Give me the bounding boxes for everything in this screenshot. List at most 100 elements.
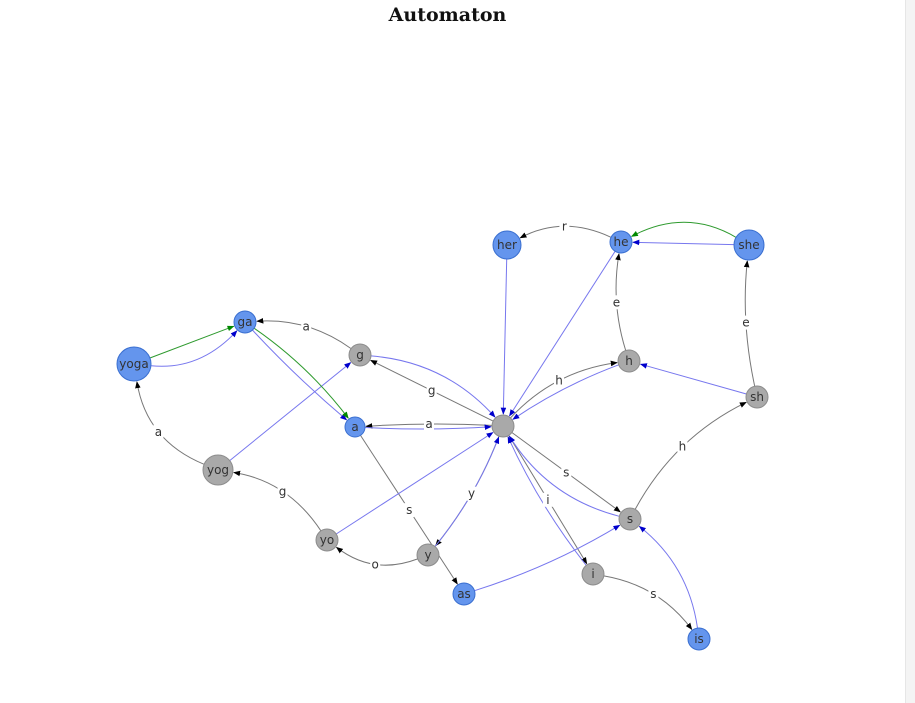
state-label: i [591, 567, 594, 581]
fail-edge-g-to-root [370, 355, 496, 418]
edge-label-root-to-a: a [425, 417, 432, 431]
fail-edge-yog-to-g [229, 362, 352, 461]
edge-label-root-to-y: y [468, 487, 475, 501]
state-label: g [356, 348, 364, 362]
edge-label-background [542, 492, 553, 507]
state-label: yog [207, 463, 229, 477]
state-node-is[interactable]: is [687, 627, 711, 651]
state-node-yoga[interactable]: yoga [116, 346, 152, 382]
fail-edge-her-to-root [500, 258, 508, 415]
edge-label-background [301, 319, 312, 334]
state-circle[interactable] [618, 507, 642, 531]
state-label: yoga [119, 357, 148, 371]
state-node-yog[interactable]: yog [202, 454, 234, 486]
state-circle[interactable] [233, 310, 257, 334]
edge-label-background [424, 417, 434, 431]
state-node-y[interactable]: y [416, 543, 440, 567]
edge-label-background [559, 219, 570, 234]
state-node-as[interactable]: as [452, 582, 476, 606]
state-circle[interactable] [315, 528, 339, 552]
edge-label-background [404, 503, 415, 518]
state-node-sh[interactable]: sh [745, 385, 769, 409]
edge-label-a-to-as: s [406, 503, 412, 517]
edge-layer [135, 221, 756, 630]
state-circle[interactable] [348, 343, 372, 367]
fail-edge-ga-to-a [252, 329, 348, 421]
state-label: sh [750, 390, 764, 404]
goto-edge-i-to-is [603, 575, 693, 630]
edge-label-yo-to-yog: g [279, 484, 287, 498]
edge-label-s-to-sh: h [679, 440, 687, 454]
state-node-root[interactable] [491, 414, 515, 438]
edge-label-background [426, 383, 437, 398]
state-circle[interactable] [617, 349, 641, 373]
state-node-a[interactable]: a [344, 416, 366, 438]
fail-edge-yoga-to-ga [150, 330, 238, 367]
edge-label-root-to-i: i [546, 493, 549, 507]
state-label: a [351, 420, 358, 434]
state-circle[interactable] [687, 627, 711, 651]
state-label: as [457, 587, 471, 601]
edge-label-g-to-ga: a [303, 319, 310, 333]
edge-label-h-to-he: e [613, 295, 620, 309]
edge-label-background [648, 587, 659, 601]
edge-label-he-to-her: r [562, 219, 567, 233]
fail-edge-she-to-he [632, 239, 735, 246]
state-label: he [614, 235, 629, 249]
fail-edge-is-to-s [638, 525, 698, 629]
state-label: y [424, 548, 431, 562]
edge-label-background [277, 484, 288, 499]
page-title: Automaton [388, 4, 507, 26]
state-label: s [627, 512, 633, 526]
state-circle[interactable] [581, 562, 605, 586]
state-label: ga [238, 315, 253, 329]
fail-edge-s-to-root [508, 435, 620, 517]
edge-label-background [740, 315, 751, 330]
state-circle[interactable] [733, 229, 765, 261]
state-node-s[interactable]: s [618, 507, 642, 531]
state-node-h[interactable]: h [617, 349, 641, 373]
state-circle[interactable] [344, 416, 366, 438]
edge-label-yog-to-yoga: a [155, 425, 162, 439]
state-label: her [497, 238, 517, 252]
state-circle[interactable] [116, 346, 152, 382]
edge-label-background [677, 439, 688, 454]
state-node-he[interactable]: he [609, 230, 633, 254]
edge-label-background [554, 373, 564, 388]
edge-label-root-to-s: s [563, 465, 569, 479]
state-node-she[interactable]: she [733, 229, 765, 261]
edge-label-i-to-is: s [650, 587, 656, 601]
state-node-i[interactable]: i [581, 562, 605, 586]
state-node-yo[interactable]: yo [315, 528, 339, 552]
state-node-g[interactable]: g [348, 343, 372, 367]
fail-edge-as-to-s [474, 524, 621, 592]
state-label: is [694, 632, 704, 646]
state-node-her[interactable]: her [492, 230, 522, 260]
edge-label-background [370, 557, 381, 572]
edge-label-background [611, 295, 622, 310]
fail-edge-h-to-root [512, 364, 619, 420]
fail-edge-yo-to-root [335, 432, 494, 535]
state-circle[interactable] [416, 543, 440, 567]
state-circle[interactable] [609, 230, 633, 254]
state-circle[interactable] [492, 230, 522, 260]
state-circle[interactable] [745, 385, 769, 409]
fail-edge-he-to-root [509, 251, 616, 417]
dict-edge-yoga-to-ga [149, 325, 235, 359]
state-node-ga[interactable]: ga [233, 310, 257, 334]
edge-label-sh-to-she: e [742, 316, 749, 330]
goto-edge-yog-to-yoga [135, 381, 205, 465]
state-circle[interactable] [202, 454, 234, 486]
dict-edge-she-to-he [630, 221, 737, 238]
scrollbar[interactable] [905, 0, 915, 703]
edge-label-background [466, 486, 477, 501]
state-circle[interactable] [452, 582, 476, 606]
state-label: h [625, 354, 633, 368]
state-circle[interactable] [491, 414, 515, 438]
fail-edge-sh-to-h [639, 363, 747, 395]
goto-edge-yo-to-yog [233, 470, 322, 532]
edge-label-root-to-g: g [428, 384, 436, 398]
